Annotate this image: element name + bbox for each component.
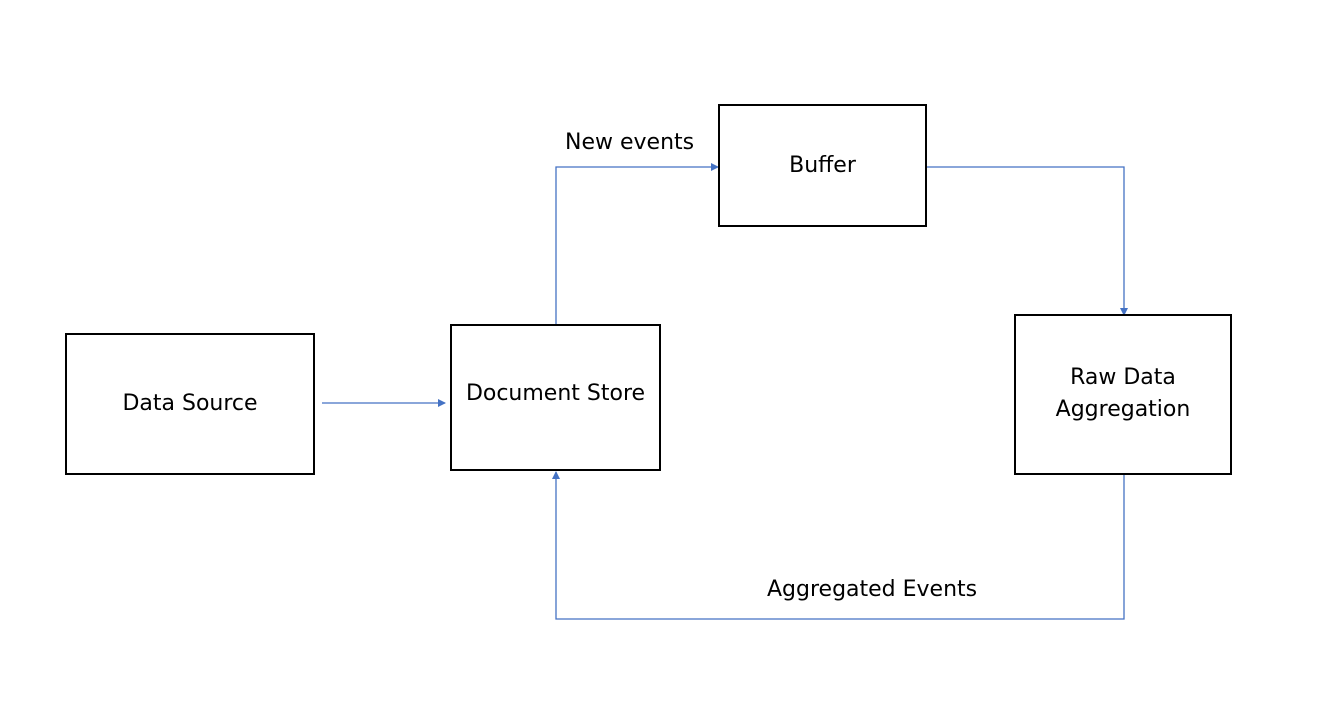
buffer-box: Buffer <box>718 104 927 227</box>
data-source-label: Data Source <box>122 391 258 416</box>
connector-store-to-buffer <box>555 163 719 325</box>
connector-buffer-to-aggregation <box>927 166 1128 316</box>
buffer-label: Buffer <box>789 152 856 178</box>
document-store-box: Document Store <box>450 324 661 471</box>
new-events-label: New events <box>565 130 695 155</box>
connector-aggregation-to-store <box>552 471 1125 620</box>
data-source-box: Data Source <box>65 333 315 475</box>
raw-data-aggregation-box: Raw Data Aggregation <box>1014 314 1232 475</box>
document-store-label: Document Store <box>465 380 646 406</box>
aggregated-events-label: Aggregated Events <box>767 577 978 602</box>
raw-data-aggregation-label: Raw Data Aggregation <box>1055 364 1191 422</box>
